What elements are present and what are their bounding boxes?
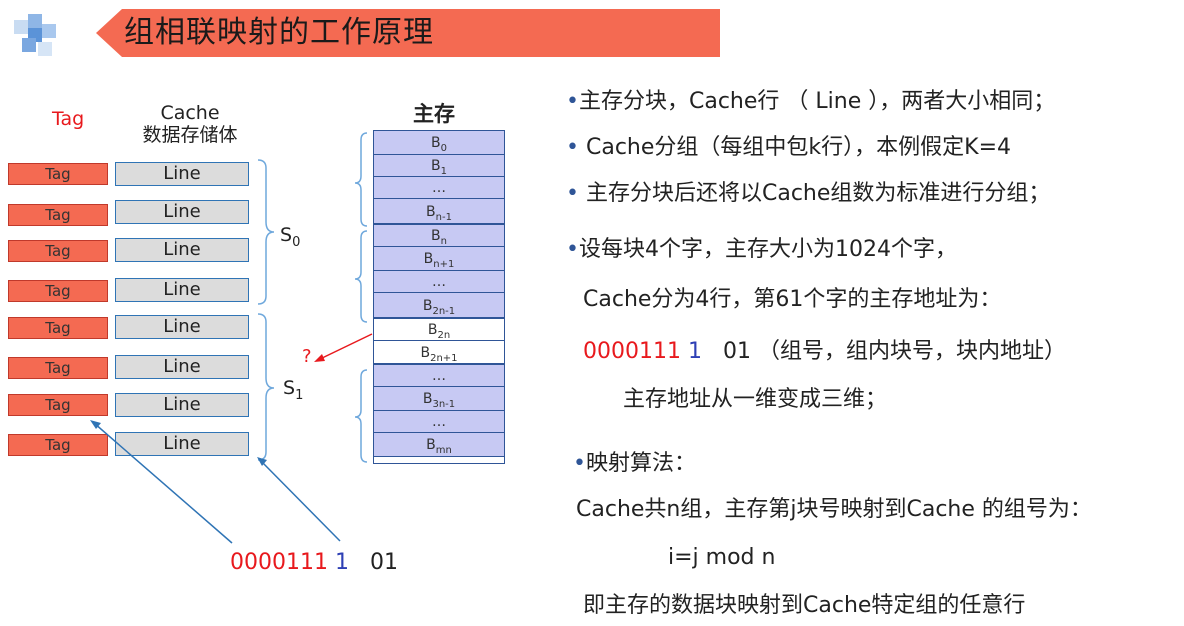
diagram-address: 0000111 1 01 [230, 550, 398, 575]
tag-box: Tag [8, 240, 108, 262]
memory-block: Bn+1 [374, 247, 504, 271]
memory-block: B1 [374, 155, 504, 177]
memory-block: … [374, 177, 504, 199]
cache-header-line1: Cache [160, 102, 220, 124]
cache-header-line2: 数据存储体 [142, 124, 238, 146]
line-box: Line [115, 432, 249, 456]
memory-block: B2n-1 [374, 293, 504, 319]
brace-mem-0 [354, 132, 368, 227]
line-box: Line [115, 200, 249, 224]
set-arrow [259, 459, 341, 542]
memory-block: Bn-1 [374, 199, 504, 225]
memory-block: … [374, 271, 504, 293]
memory-block: B0 [374, 131, 504, 155]
note-p6: 0000111 1 01 （组号，组内块号，块内地址） [583, 339, 1066, 364]
note-p10: i=j mod n [668, 545, 776, 570]
note-p7: 主存地址从一维变成三维； [623, 387, 888, 412]
tag-box: Tag [8, 394, 108, 416]
memory-block: … [374, 411, 504, 433]
set-label-s0: S0 [280, 224, 301, 250]
brace-mem-2 [354, 369, 368, 463]
tag-box: Tag [8, 317, 108, 339]
red-arrow [317, 333, 373, 361]
note-p2: • Cache分组（每组中包k行），本例假定K=4 [566, 135, 1011, 160]
brace-s1 [257, 313, 275, 461]
memory-block: Bmn [374, 433, 504, 457]
logo [14, 14, 58, 58]
line-box: Line [115, 315, 249, 339]
tag-box: Tag [8, 434, 108, 456]
note-p8: •映射算法： [573, 451, 696, 476]
set-label-s1: S1 [283, 377, 304, 403]
set-arrowhead [257, 457, 267, 466]
tag-box: Tag [8, 204, 108, 226]
memory-block: Bn [374, 225, 504, 247]
memory-block: B2n+1 [374, 341, 504, 365]
note-p5: Cache分为4行，第61个字的主存地址为： [583, 287, 1002, 312]
note-p11: 即主存的数据块映射到Cache特定组的任意行 [583, 593, 1026, 618]
line-box: Line [115, 238, 249, 262]
tag-box: Tag [8, 280, 108, 302]
title-banner [96, 9, 720, 57]
tag-header: Tag [52, 108, 85, 130]
brace-s0 [257, 159, 275, 305]
note-p3: • 主存分块后还将以Cache组数为标准进行分组； [566, 181, 1051, 206]
note-p1: •主存分块，Cache行 （ Line ），两者大小相同； [566, 89, 1056, 114]
line-box: Line [115, 393, 249, 417]
memory-block: B2n [374, 319, 504, 341]
memory-block: B3n-1 [374, 387, 504, 411]
line-box: Line [115, 355, 249, 379]
brace-mem-1 [354, 230, 368, 323]
line-box: Line [115, 162, 249, 186]
note-p4: •设每块4个字，主存大小为1024个字， [566, 237, 957, 262]
cache-header: Cache 数据存储体 [130, 102, 250, 146]
main-memory-header: 主存 [413, 102, 455, 126]
note-p9: Cache共n组，主存第j块号映射到Cache 的组号为： [576, 497, 1092, 522]
tag-box: Tag [8, 163, 108, 185]
red-arrowhead [314, 354, 325, 362]
memory-block: … [374, 365, 504, 387]
question-mark: ? [302, 346, 312, 367]
page-title: 组相联映射的工作原理 [124, 15, 434, 50]
tag-arrowhead [90, 420, 101, 429]
tag-box: Tag [8, 357, 108, 379]
line-box: Line [115, 278, 249, 302]
